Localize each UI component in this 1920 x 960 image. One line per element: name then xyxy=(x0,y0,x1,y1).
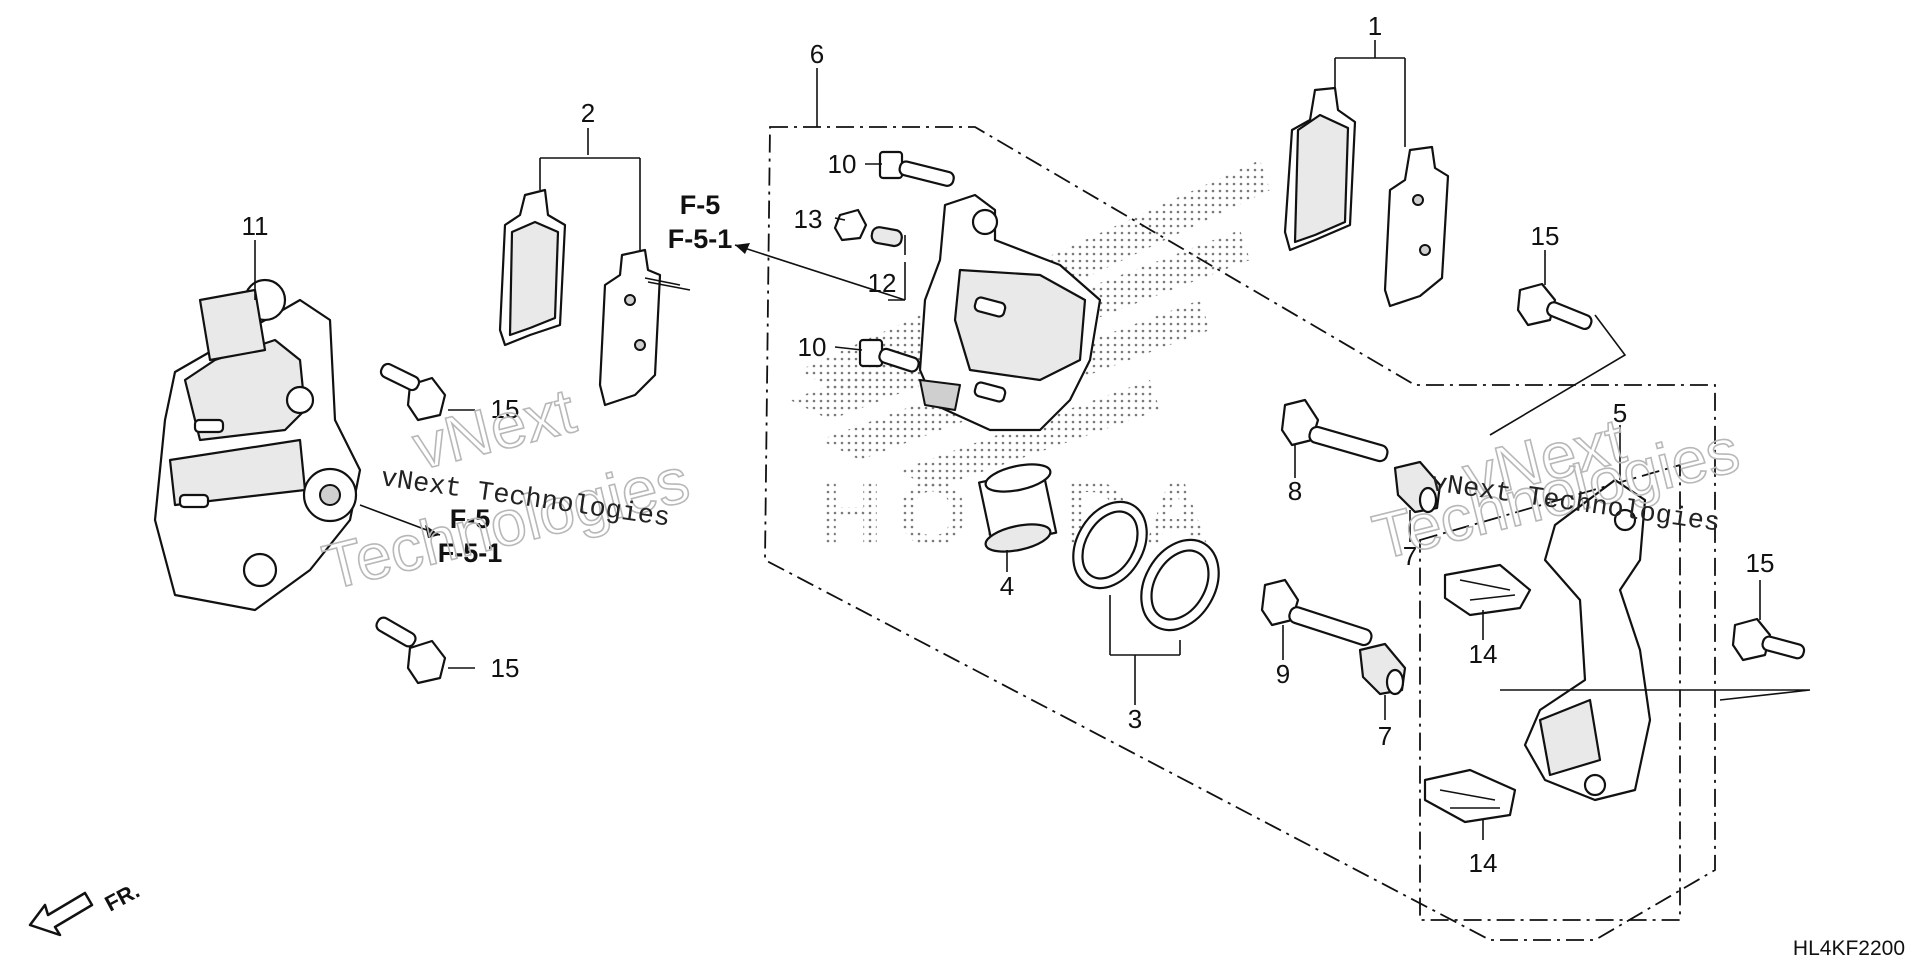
boot-7a xyxy=(1393,460,1442,514)
pad-spring-14b xyxy=(1423,768,1517,824)
slide-pin-8 xyxy=(1280,398,1389,463)
bleed-cap-12 xyxy=(870,226,903,248)
front-direction-label: FR. xyxy=(101,878,144,917)
ref-arrow-top xyxy=(734,243,906,301)
seal-3b xyxy=(1140,538,1220,632)
ref-top-line2: F-5-1 xyxy=(668,224,733,254)
callout-6: 6 xyxy=(810,39,824,69)
callout-15b: 15 xyxy=(491,653,520,683)
leader-lines xyxy=(254,40,1811,840)
callout-15a: 15 xyxy=(491,394,520,424)
seal-3a xyxy=(1072,500,1148,590)
callout-15c: 15 xyxy=(1531,221,1560,251)
callout-3: 3 xyxy=(1128,704,1142,734)
ref-left-line2: F-5-1 xyxy=(438,538,503,568)
boot-7b xyxy=(1358,642,1407,696)
callout-9: 9 xyxy=(1276,659,1290,689)
caliper-bracket-5 xyxy=(1523,478,1652,802)
ref-left-line1: F-5 xyxy=(450,504,491,534)
callout-7a: 7 xyxy=(1403,541,1417,571)
bolt-15a xyxy=(379,362,447,422)
callout-10b: 10 xyxy=(798,332,827,362)
callout-14a: 14 xyxy=(1469,639,1498,669)
left-caliper-11 xyxy=(153,278,362,612)
ref-arrow-left xyxy=(359,504,441,538)
ref-top-line1: F-5 xyxy=(680,190,721,220)
piston-4 xyxy=(977,463,1058,553)
callout-10a: 10 xyxy=(828,149,857,179)
front-direction-arrow: FR. xyxy=(28,878,144,937)
bleed-screw-13 xyxy=(833,208,868,242)
callout-14b: 14 xyxy=(1469,848,1498,878)
callout-4: 4 xyxy=(1000,571,1014,601)
callout-5: 5 xyxy=(1613,398,1627,428)
callout-11: 11 xyxy=(242,211,269,241)
bolt-10a xyxy=(878,150,955,187)
callout-13: 13 xyxy=(794,204,823,234)
brake-pad-1b xyxy=(1383,145,1450,308)
callout-1: 1 xyxy=(1368,11,1382,41)
callout-8: 8 xyxy=(1288,476,1302,506)
brake-pad-2b xyxy=(598,248,691,407)
callout-12: 12 xyxy=(868,268,897,298)
bolt-15b xyxy=(375,616,447,685)
callout-2: 2 xyxy=(581,98,595,128)
caliper-body-6 xyxy=(918,193,1102,432)
slide-pin-9 xyxy=(1260,578,1373,647)
assembly-outline-6 xyxy=(764,126,1716,941)
bolt-10b xyxy=(858,338,920,373)
brake-pad-1a xyxy=(1283,86,1357,252)
brake-pad-2a xyxy=(498,188,567,347)
bolt-15d xyxy=(1731,617,1806,662)
watermark-left: vNext Technologies vNext Technologies xyxy=(315,373,697,604)
drawing-code: HL4KF2200 xyxy=(1793,937,1905,960)
bolt-15c xyxy=(1516,282,1593,331)
assembly-outline-5 xyxy=(1419,463,1681,921)
callout-7b: 7 xyxy=(1378,721,1392,751)
pad-spring-14a xyxy=(1443,563,1532,617)
callout-15d: 15 xyxy=(1746,548,1775,578)
